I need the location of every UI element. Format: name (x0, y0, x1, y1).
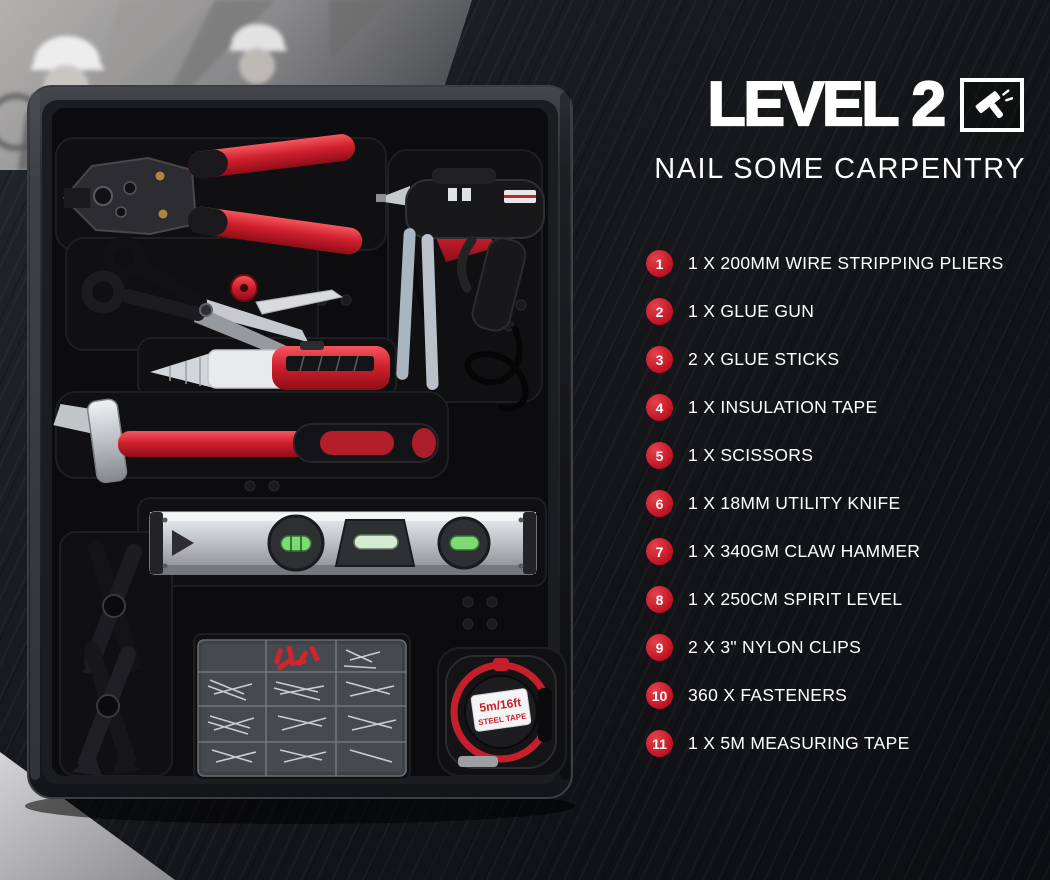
measuring-tape: 5m/16ft STEEL TAPE (445, 655, 557, 769)
item-label: 1 X GLUE GUN (688, 301, 815, 322)
tool-list-item: 4 1 X INSULATION TAPE (646, 384, 1050, 432)
item-number-badge: 8 (646, 586, 673, 614)
glue-sticks (396, 228, 439, 393)
title-row: LEVEL 2 (596, 70, 1050, 139)
item-label: 1 X 200MM WIRE STRIPPING PLIERS (688, 253, 1004, 274)
tape-label-size: 5m/16ft (479, 695, 523, 715)
nylon-clips (72, 540, 142, 776)
tool-list-item: 2 1 X GLUE GUN (646, 288, 1050, 336)
wire-stripping-pliers (62, 134, 363, 255)
foam-dimples (244, 294, 527, 630)
item-label: 1 X 250CM SPIRIT LEVEL (688, 589, 903, 610)
tool-list-item: 3 2 X GLUE STICKS (646, 336, 1050, 384)
product-photo: 5m/16ft STEEL TAPE (0, 0, 575, 880)
tool-list: 1 1 X 200MM WIRE STRIPPING PLIERS 2 1 X … (596, 240, 1050, 768)
claw-hammer (53, 398, 439, 484)
item-number-badge: 2 (646, 298, 673, 326)
tool-list-item: 7 1 X 340GM CLAW HAMMER (646, 528, 1050, 576)
tool-list-item: 10 360 X FASTENERS (646, 672, 1050, 720)
spare-blade (255, 289, 344, 315)
subtitle: NAIL SOME CARPENTRY (654, 152, 1026, 185)
item-number-badge: 11 (646, 730, 673, 758)
item-label: 1 X SCISSORS (688, 445, 814, 466)
item-number-badge: 9 (646, 634, 673, 662)
fasteners-box (197, 639, 407, 777)
glue-gun (376, 168, 545, 412)
page-title: LEVEL 2 (706, 70, 947, 139)
info-panel: LEVEL 2 NAIL SOME CARPENTRY 1 1 X 200MM … (596, 0, 1050, 880)
tool-list-item: 1 1 X 200MM WIRE STRIPPING PLIERS (646, 240, 1050, 288)
tool-list-item: 6 1 X 18MM UTILITY KNIFE (646, 480, 1050, 528)
item-number-badge: 5 (646, 442, 673, 470)
scissors (81, 236, 308, 360)
item-number-badge: 6 (646, 490, 673, 518)
item-number-badge: 7 (646, 538, 673, 566)
tool-list-item: 9 2 X 3" NYLON CLIPS (646, 624, 1050, 672)
item-number-badge: 3 (646, 346, 673, 374)
item-label: 1 X 5M MEASURING TAPE (688, 733, 910, 754)
spirit-level (149, 511, 537, 575)
item-number-badge: 1 (646, 250, 673, 278)
tool-list-item: 8 1 X 250CM SPIRIT LEVEL (646, 576, 1050, 624)
item-number-badge: 10 (646, 682, 673, 710)
item-label: 1 X 18MM UTILITY KNIFE (688, 493, 901, 514)
utility-knife (150, 341, 390, 390)
item-label: 2 X GLUE STICKS (688, 349, 840, 370)
insulation-tape (230, 274, 258, 302)
item-label: 2 X 3" NYLON CLIPS (688, 637, 862, 658)
tool-list-item: 5 1 X SCISSORS (646, 432, 1050, 480)
item-label: 1 X INSULATION TAPE (688, 397, 878, 418)
item-number-badge: 4 (646, 394, 673, 422)
item-label: 1 X 340GM CLAW HAMMER (688, 541, 921, 562)
tool-list-item: 11 1 X 5M MEASURING TAPE (646, 720, 1050, 768)
item-label: 360 X FASTENERS (688, 685, 848, 706)
hammer-icon (975, 89, 1013, 119)
hammer-icon-box (960, 78, 1024, 133)
